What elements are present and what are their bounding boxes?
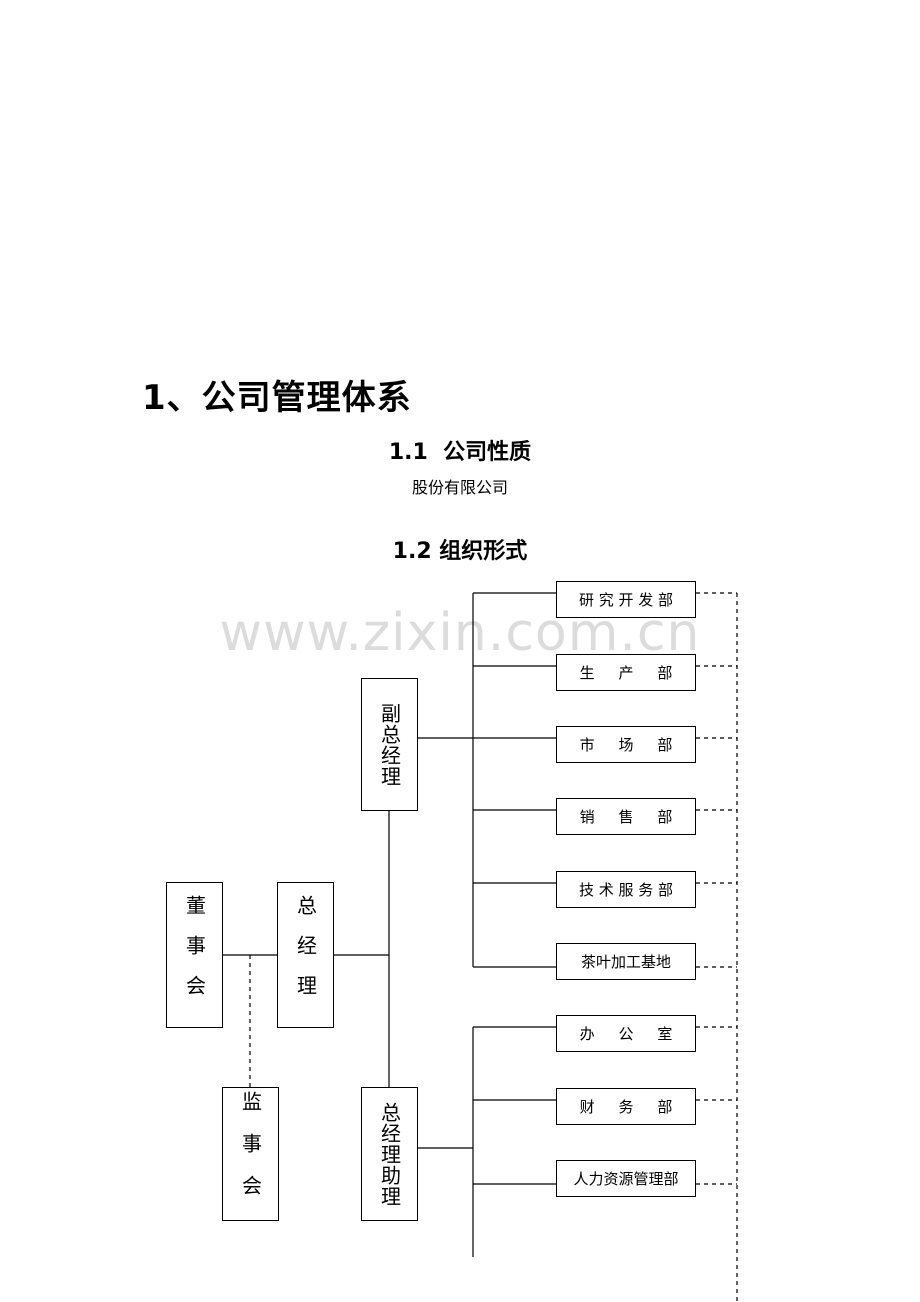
gm-assistant-box: 总经理助理 (361, 1087, 418, 1221)
gm-assistant-label: 总经理助理 (377, 1101, 402, 1207)
general-manager-label: 总经理 (293, 895, 318, 1015)
general-manager-box: 总经理 (277, 882, 334, 1028)
dept-office: 办 公 室 (556, 1015, 696, 1052)
dept-sales: 销 售 部 (556, 798, 696, 835)
board-label: 董事会 (182, 895, 207, 1015)
supervisors-label: 监事会 (238, 1091, 263, 1217)
dept-hr: 人力资源管理部 (556, 1160, 696, 1197)
dept-finance: 财 务 部 (556, 1088, 696, 1125)
dept-marketing: 市 场 部 (556, 726, 696, 763)
deputy-gm-label: 副总经理 (377, 702, 402, 787)
page-heading: 1、公司管理体系 (142, 378, 412, 418)
deputy-gm-box: 副总经理 (361, 678, 418, 811)
supervisors-box: 监事会 (222, 1087, 279, 1221)
dept-tea-processing-base: 茶叶加工基地 (556, 943, 696, 980)
dept-tech-service: 技 术 服 务 部 (556, 871, 696, 908)
section-org-title: 1.2 组织形式 (392, 539, 528, 564)
board-box: 董事会 (166, 882, 223, 1028)
company-nature-text: 股份有限公司 (411, 478, 508, 497)
dept-production: 生 产 部 (556, 654, 696, 691)
section-nature-title: 1.1 公司性质 (388, 440, 532, 465)
dept-rnd: 研 究 开 发 部 (556, 581, 696, 618)
